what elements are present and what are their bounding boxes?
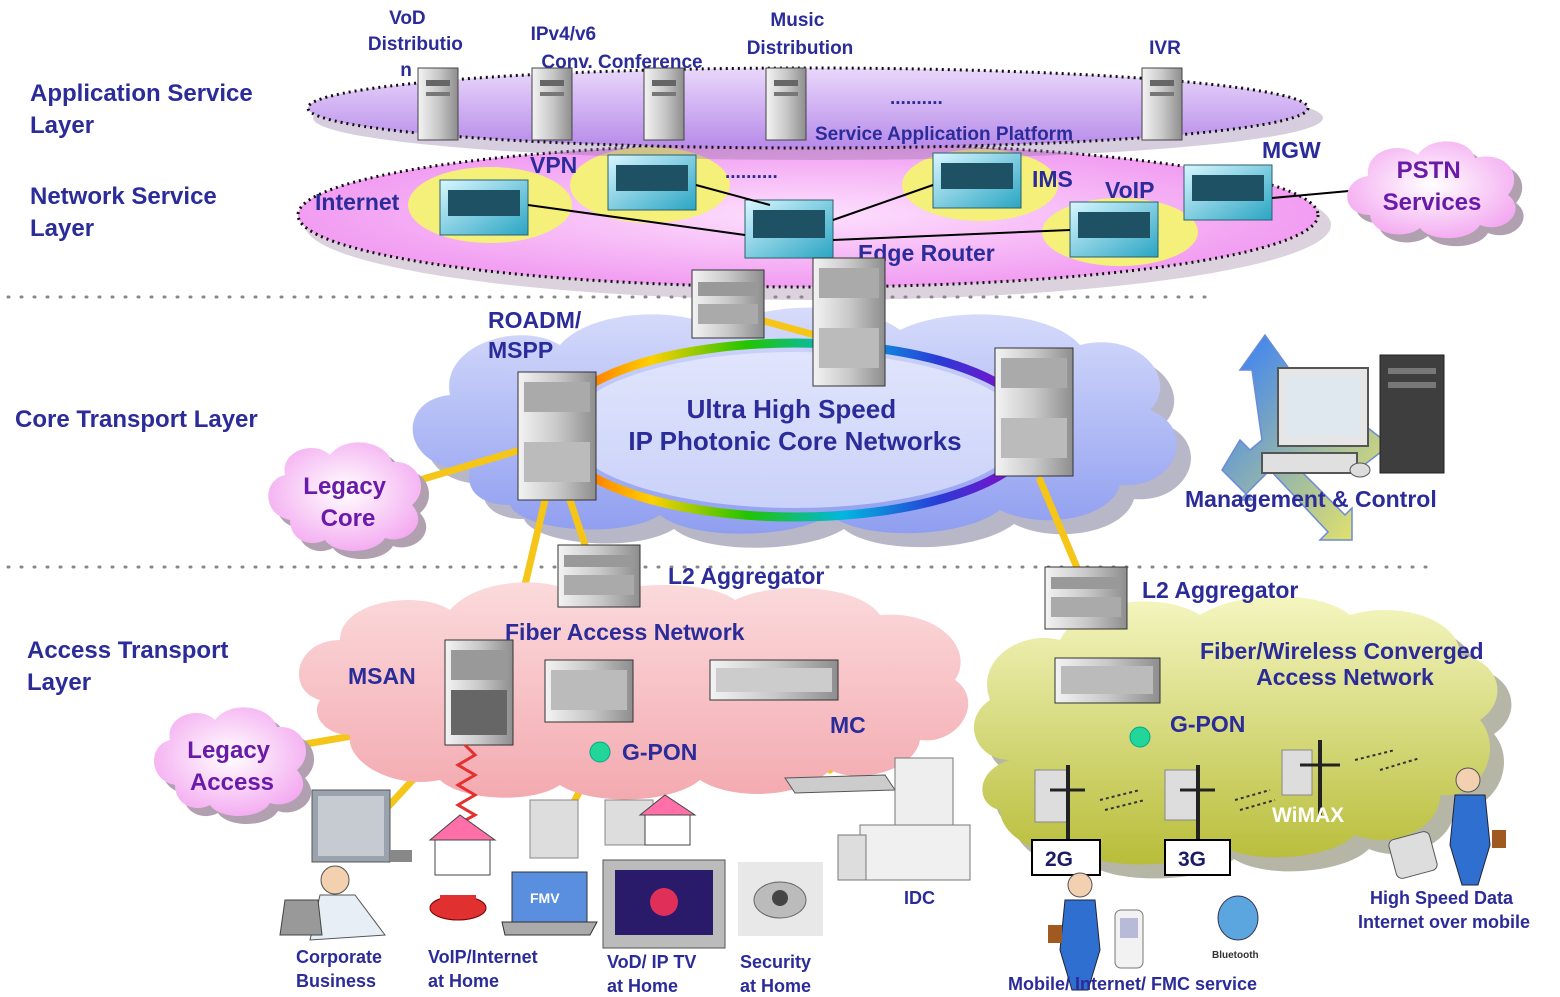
label-internet: Internet bbox=[315, 189, 400, 215]
server-label-ipv4v6: IPv4/v6 Conv. Conference bbox=[531, 24, 703, 73]
l2-aggregator-left bbox=[557, 544, 641, 608]
mc-equipment bbox=[709, 659, 839, 701]
onu-device-left bbox=[529, 799, 579, 859]
idc-building-icon bbox=[837, 757, 971, 881]
house-icon-center bbox=[638, 794, 697, 846]
gpon-splitter-right bbox=[1129, 726, 1151, 748]
pda-icon bbox=[1388, 831, 1438, 879]
network-layer-ellipsis: .......... bbox=[725, 162, 778, 183]
l2-aggregator-left-label: L2 Aggregator bbox=[668, 563, 824, 589]
tv-icon bbox=[602, 859, 726, 949]
corporate-user-icon bbox=[279, 865, 386, 941]
label-voip: VoIP bbox=[1105, 177, 1154, 203]
server-ivr bbox=[1141, 67, 1183, 141]
server-ipv4v6 bbox=[531, 67, 573, 141]
security-home-label: Security at Home bbox=[740, 952, 816, 996]
telephone-icon bbox=[429, 895, 487, 921]
router-ims bbox=[932, 152, 1022, 209]
router-links bbox=[527, 184, 1361, 241]
gpon-left-label: G-PON bbox=[622, 739, 697, 765]
server-music bbox=[765, 67, 807, 141]
mobile-service-label: Mobile/ Internet/ FMC service bbox=[1008, 974, 1257, 994]
olt-equipment-right bbox=[1054, 657, 1161, 704]
olt-equipment-left bbox=[544, 659, 634, 723]
tower-3g-icon bbox=[1164, 765, 1231, 876]
management-computer-icon bbox=[1261, 354, 1445, 478]
layer-label-core: Core Transport Layer bbox=[15, 406, 258, 433]
roadm-mspp-label: ROADM/ MSPP bbox=[488, 307, 588, 363]
pstn-cloud bbox=[1347, 141, 1524, 247]
wimax-label: WiMAX bbox=[1272, 804, 1344, 827]
mobile-user-right-icon bbox=[1449, 767, 1506, 886]
server-label-ivr: IVR bbox=[1149, 38, 1181, 59]
l2-aggregator-right bbox=[1044, 566, 1128, 630]
layer-label-network: Network Service Layer bbox=[30, 183, 223, 242]
service-application-platform-label: Service Application Platform bbox=[815, 124, 1073, 145]
mobile-user-icon bbox=[1048, 872, 1101, 991]
label-vpn: VPN bbox=[530, 152, 577, 178]
high-speed-data-label: High Speed Data Internet over mobile bbox=[1358, 888, 1530, 932]
corporate-building-icon bbox=[311, 789, 412, 863]
router-internet bbox=[439, 179, 529, 236]
gpon-right-label: G-PON bbox=[1170, 711, 1245, 737]
l2-aggregator-right-label: L2 Aggregator bbox=[1142, 577, 1298, 603]
legacy-core-label: Legacy Core bbox=[303, 473, 392, 532]
roadm-top-equipment bbox=[812, 257, 886, 387]
server-label-vod: VoD Distributio n bbox=[368, 8, 468, 81]
label-ims: IMS bbox=[1032, 166, 1073, 192]
tower-3g-label: 3G bbox=[1178, 848, 1206, 871]
gpon-splitter-left bbox=[589, 741, 611, 763]
laptop-screen-text: FMV bbox=[530, 890, 560, 906]
voip-home-label: VoIP/Internet at Home bbox=[428, 947, 543, 991]
security-camera-icon bbox=[738, 862, 823, 936]
tower-wimax-icon bbox=[1281, 740, 1340, 815]
tower-2g-icon bbox=[1031, 765, 1101, 876]
app-layer-ellipsis: .......... bbox=[890, 88, 943, 109]
corporate-business-label: Corporate Business bbox=[296, 947, 387, 991]
server-label-music: Music Distribution bbox=[747, 10, 854, 59]
fiber-access-network-label: Fiber Access Network bbox=[505, 619, 745, 645]
router-edge bbox=[744, 199, 834, 259]
server-vod bbox=[417, 67, 459, 141]
roadm-left-equipment bbox=[517, 371, 597, 501]
bluetooth-text: Bluetooth bbox=[1212, 950, 1259, 961]
msan-equipment bbox=[444, 639, 514, 746]
idc-label: IDC bbox=[904, 888, 935, 908]
core-network-title: Ultra High Speed IP Photonic Core Networ… bbox=[628, 394, 961, 456]
mobile-phone-icon bbox=[1114, 909, 1144, 969]
dsl-zigzag-icon bbox=[455, 743, 479, 824]
layer-label-application: Application Service Layer bbox=[30, 80, 259, 139]
router-vpn bbox=[607, 154, 697, 211]
layer-label-access: Access Transport Layer bbox=[27, 637, 235, 696]
legacy-access-cloud bbox=[154, 707, 315, 825]
legacy-core-cloud bbox=[268, 442, 430, 560]
bluetooth-headset-icon: Bluetooth bbox=[1212, 895, 1259, 961]
server-conference bbox=[643, 67, 685, 141]
house-icon-left bbox=[428, 814, 497, 876]
roadm-right-equipment bbox=[994, 347, 1074, 477]
management-control-label: Management & Control bbox=[1185, 486, 1437, 512]
tower-2g-label: 2G bbox=[1045, 848, 1073, 871]
mc-unit-icon bbox=[784, 774, 896, 794]
router-mgw bbox=[1183, 164, 1273, 221]
pstn-services-label: PSTN Services bbox=[1383, 157, 1482, 216]
msan-label: MSAN bbox=[348, 663, 416, 689]
vod-home-label: VoD/ IP TV at Home bbox=[607, 952, 701, 996]
fiber-access-cloud bbox=[298, 582, 969, 800]
router-voip bbox=[1069, 201, 1159, 258]
converged-network-label: Fiber/Wireless Converged Access Network bbox=[1200, 638, 1490, 690]
laptop-icon: FMV bbox=[501, 871, 598, 936]
label-mgw: MGW bbox=[1262, 137, 1321, 163]
legacy-access-label: Legacy Access bbox=[187, 737, 276, 796]
wireless-link-icons bbox=[1099, 749, 1421, 811]
mspp-equipment bbox=[691, 269, 765, 339]
mc-label: MC bbox=[830, 712, 866, 738]
